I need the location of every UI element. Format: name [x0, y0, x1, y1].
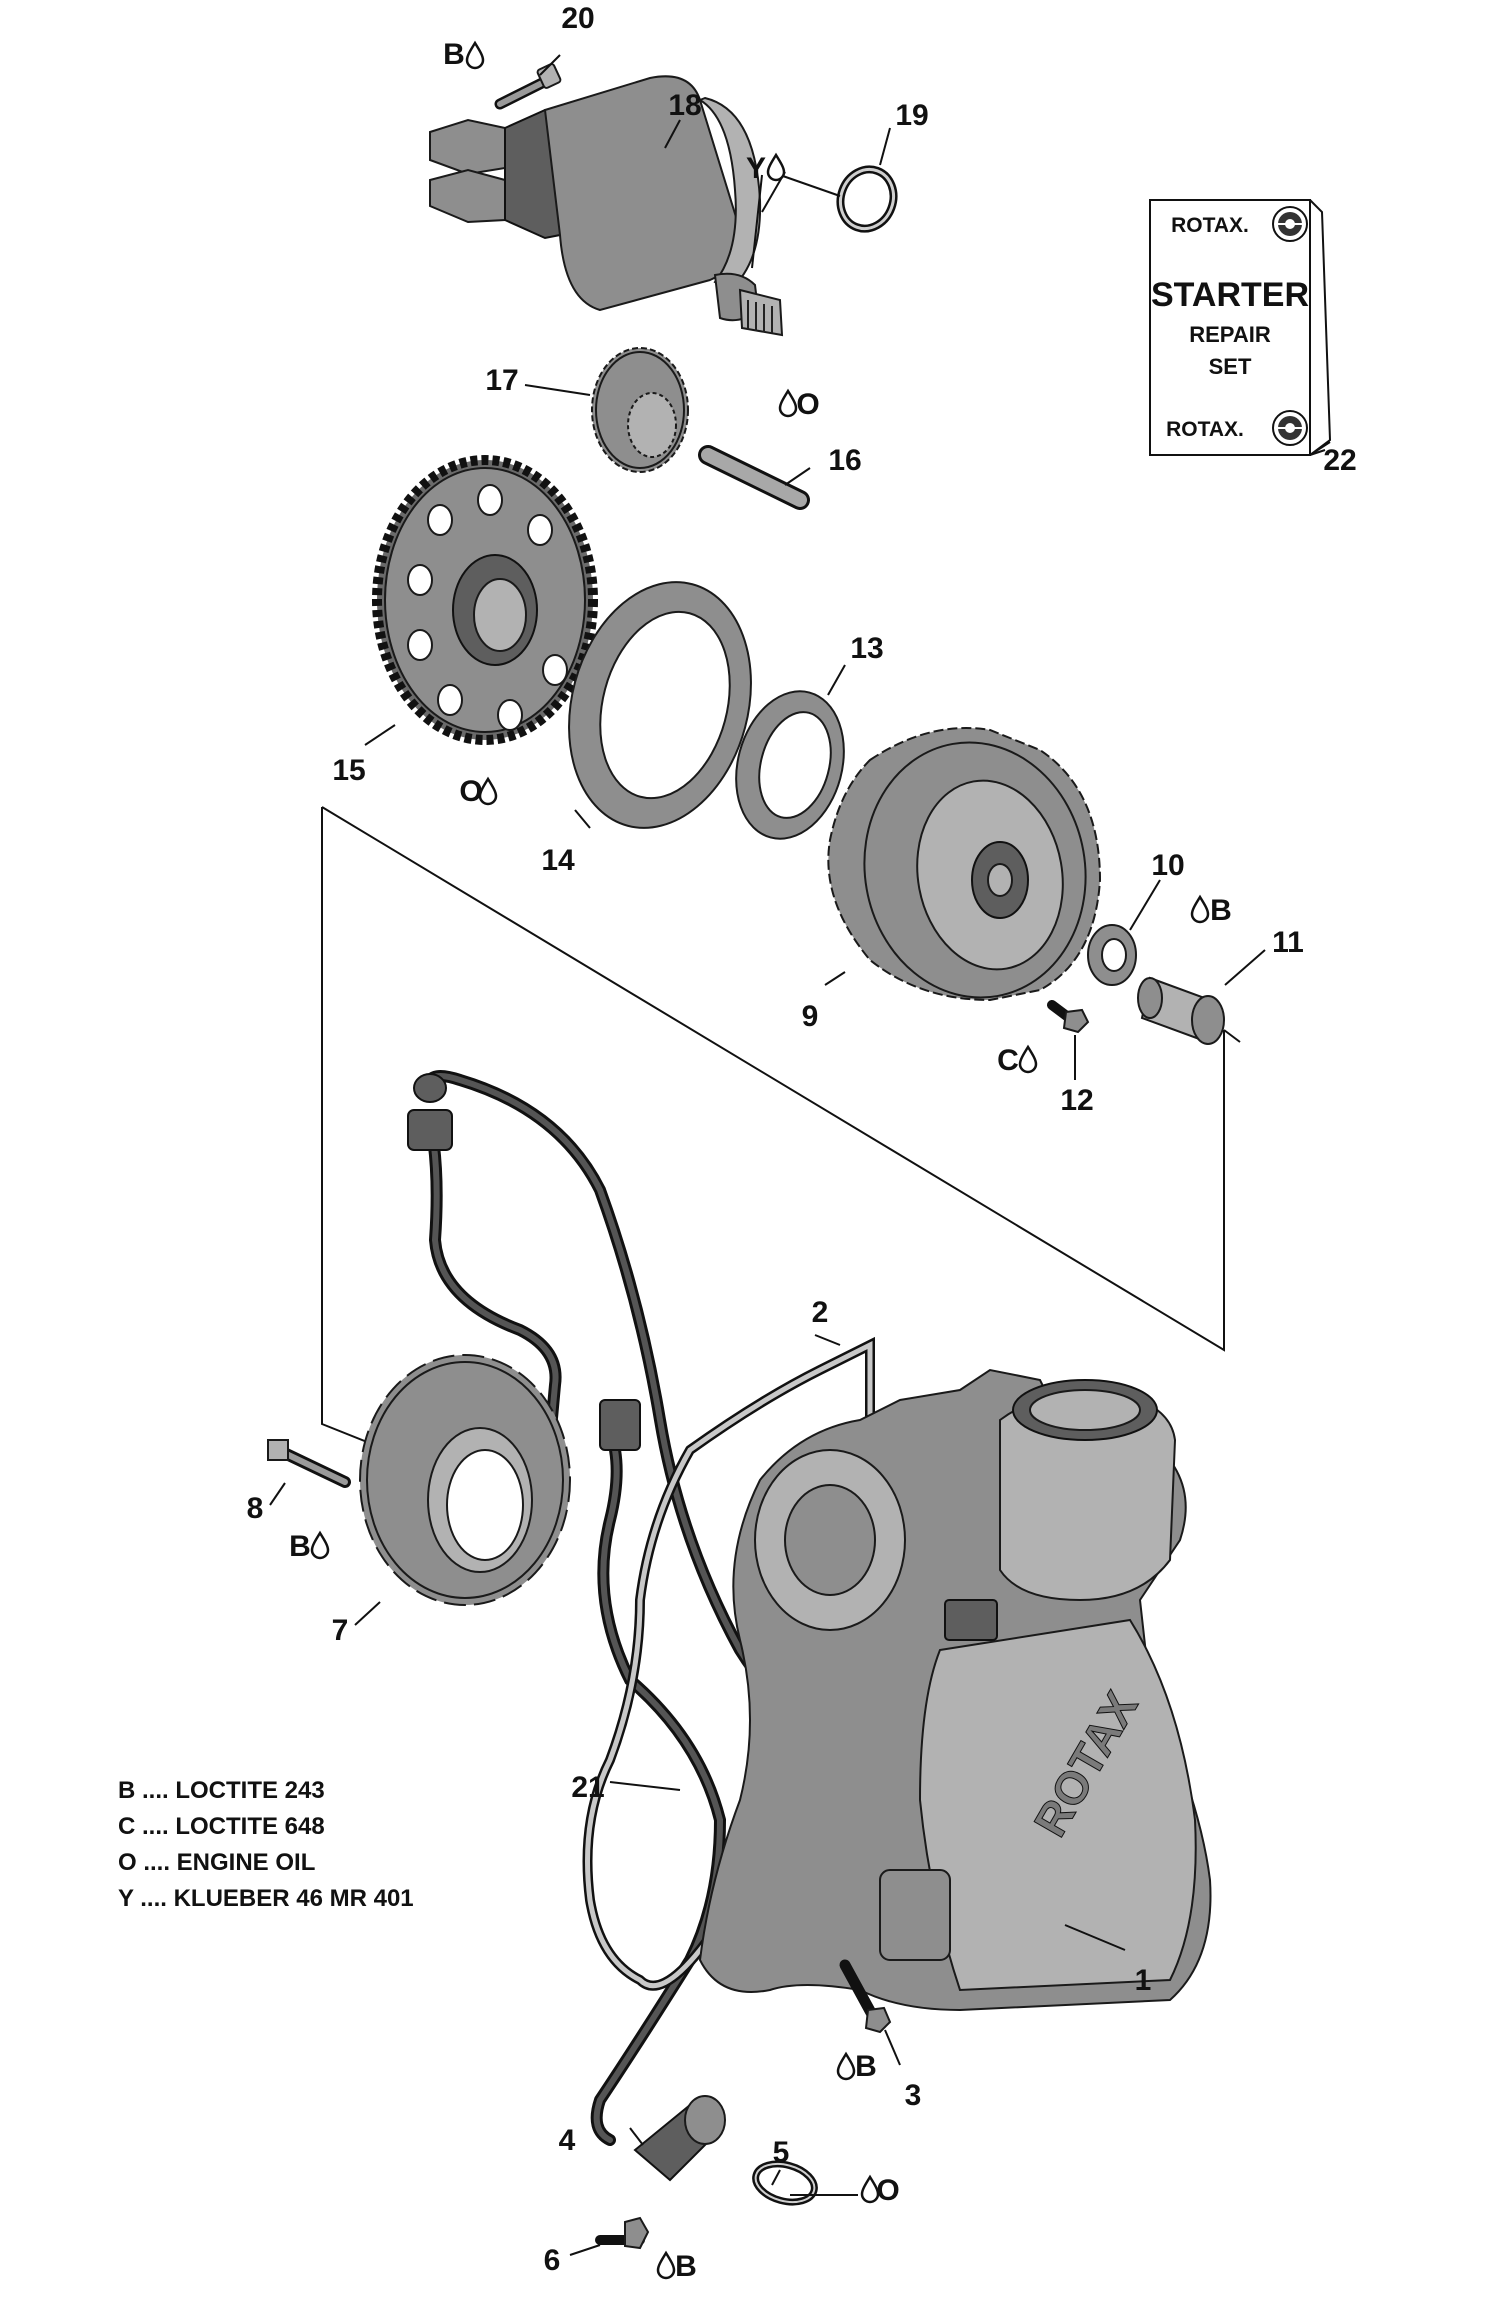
callout-12: 12: [1060, 1084, 1093, 1117]
screw-8: [267, 1439, 351, 1488]
droplet-icon: [836, 2052, 856, 2081]
callout-8: 8: [247, 1492, 264, 1525]
flywheel-bolt-11: [1137, 976, 1225, 1045]
sensor-4: [633, 2095, 726, 2182]
washer-10: [1087, 924, 1137, 986]
code-o: O: [876, 2174, 899, 2207]
marker-o-15: O: [459, 775, 498, 808]
callout-1: 1: [1135, 1964, 1152, 1997]
bearing-13: [735, 690, 845, 840]
marker-b-3: B: [836, 2050, 877, 2083]
legend-line: Y .... KLUEBER 46 MR 401: [118, 1885, 414, 1912]
card-line-repair: REPAIR: [1189, 322, 1271, 347]
callout-18: 18: [668, 89, 701, 122]
guide-line-right: [1223, 1029, 1241, 1043]
droplet-icon: [778, 389, 798, 418]
legend-line: C .... LOCTITE 648: [118, 1813, 325, 1840]
brp-logo-icon: [1272, 206, 1308, 242]
card-brand-top: ROTAX.: [1171, 214, 1249, 237]
magneto-cover-1: ROTAX: [698, 1368, 1212, 2012]
brp-logo-icon: [1272, 410, 1308, 446]
marker-o-16: O: [778, 388, 820, 421]
code-o: O: [459, 775, 482, 808]
callout-7: 7: [332, 1614, 349, 1647]
droplet-icon: [310, 1531, 330, 1560]
legend-line: O .... ENGINE OIL: [118, 1849, 315, 1876]
marker-b-20: B: [443, 38, 485, 71]
screw-20: [494, 63, 562, 110]
droplet-icon: [1190, 895, 1210, 924]
code-b: B: [1210, 894, 1232, 927]
droplet-icon: [656, 2251, 676, 2280]
droplet-icon: [465, 41, 485, 70]
screw-3: [839, 1959, 892, 2034]
callout-3: 3: [905, 2079, 922, 2112]
marker-y-18: Y: [746, 152, 786, 185]
card-title: STARTER: [1151, 276, 1309, 314]
thrust-ring-14: [568, 581, 752, 829]
callout-13: 13: [850, 632, 883, 665]
callout-numbers: 20 18 19 17 16 22 13 15 14 10 11 9 12 2 …: [247, 2, 1357, 2277]
flywheel-9: [827, 727, 1102, 1002]
code-y: Y: [746, 152, 766, 185]
code-b: B: [289, 1530, 311, 1563]
code-b: B: [675, 2250, 697, 2283]
assembly-guide-lines: [321, 806, 1241, 1449]
intermediate-gear-17: [591, 347, 689, 473]
starter-motor-18: [429, 75, 784, 337]
callout-2: 2: [812, 1296, 829, 1329]
callout-14: 14: [541, 844, 575, 877]
marker-b-6: B: [656, 2250, 697, 2283]
callout-4: 4: [559, 2124, 576, 2157]
marker-b-11: B: [1190, 894, 1232, 927]
starter-gear-15: [372, 455, 598, 745]
marker-o-5: O: [860, 2174, 900, 2207]
card-brand-bottom: ROTAX.: [1166, 418, 1244, 441]
callout-9: 9: [802, 1000, 819, 1033]
callout-16: 16: [828, 444, 861, 477]
product-code-markers: B Y O O B C B B: [289, 38, 1232, 2283]
code-b: B: [443, 38, 465, 71]
marker-b-8: B: [289, 1530, 330, 1563]
guide-line-left: [321, 807, 383, 1449]
callout-17: 17: [485, 364, 518, 397]
o-ring-19: [836, 165, 898, 233]
droplet-icon: [1018, 1045, 1038, 1074]
droplet-icon: [766, 153, 786, 182]
callout-22: 22: [1323, 444, 1356, 477]
code-c: C: [997, 1044, 1019, 1077]
code-o: O: [796, 388, 819, 421]
code-b: B: [855, 2050, 877, 2083]
callout-6: 6: [544, 2244, 561, 2277]
legend: B .... LOCTITE 243 C .... LOCTITE 648 O …: [118, 1777, 414, 1912]
screw-6: [595, 2216, 650, 2250]
stator-7: [359, 1354, 571, 1606]
screw-12: [1047, 1000, 1090, 1034]
callout-10: 10: [1151, 849, 1184, 882]
shaft-16: [698, 445, 810, 510]
guide-line-diagonal: [321, 806, 1225, 1352]
starter-repair-set-card: ROTAX. STARTER REPAIR SET ROTAX.: [1149, 199, 1332, 456]
card-line-set: SET: [1209, 354, 1252, 379]
o-ring-5: [752, 2160, 818, 2206]
marker-c-12: C: [997, 1044, 1038, 1077]
callout-19: 19: [895, 99, 928, 132]
legend-line: B .... LOCTITE 243: [118, 1777, 325, 1804]
callout-5: 5: [773, 2136, 790, 2169]
callout-15: 15: [332, 754, 365, 787]
callout-20: 20: [561, 2, 594, 35]
callout-11: 11: [1272, 926, 1304, 959]
callout-21: 21: [571, 1771, 604, 1804]
